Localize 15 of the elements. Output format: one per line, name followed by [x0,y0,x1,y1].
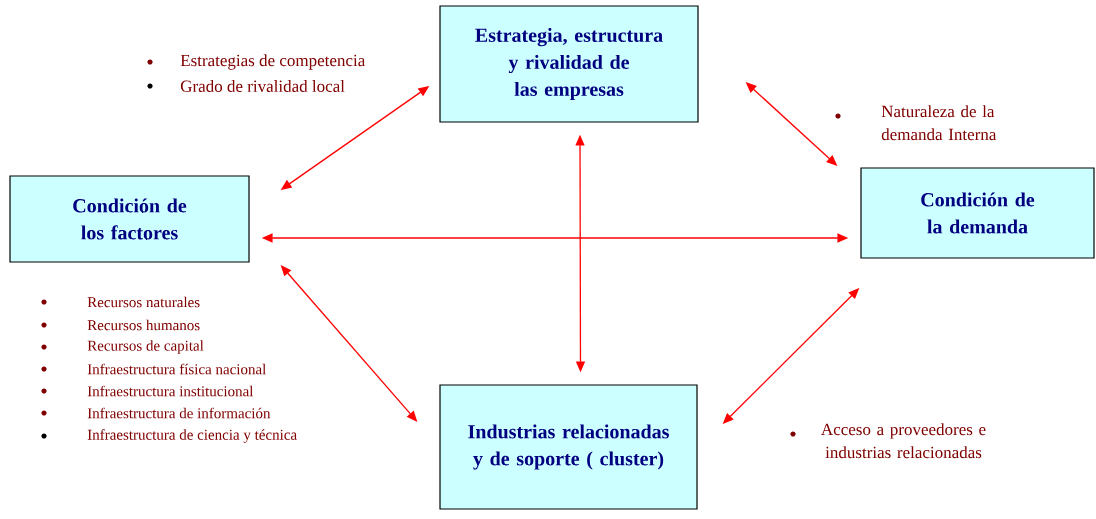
box: Estrategia, estructura y rivalidad de las empresas [439,5,699,123]
list-item: Grado de rivalidad local [180,80,345,92]
list-item: Infraestructura de ciencia y técnica [87,429,297,443]
box: Condición de la demanda [860,167,1095,259]
list-item: Acceso a proveedores e industrias relacionadas [821,423,986,459]
list-item: Infraestructura institucional [87,385,254,397]
box: Condición de los factores [9,175,250,263]
list-item: Recursos humanos [87,319,200,331]
list-item: Recursos de capital [87,340,204,354]
list-item: Infraestructura de información [87,407,271,419]
list-item: Naturaleza de la demanda Interna [881,105,997,141]
list-item: Recursos naturales [87,296,200,308]
box: Industrias relacionadas y de soporte ( cluster) [439,384,698,510]
list-item: Infraestructura física nacional [87,363,266,375]
list-item: Estrategias de competencia [180,54,366,70]
